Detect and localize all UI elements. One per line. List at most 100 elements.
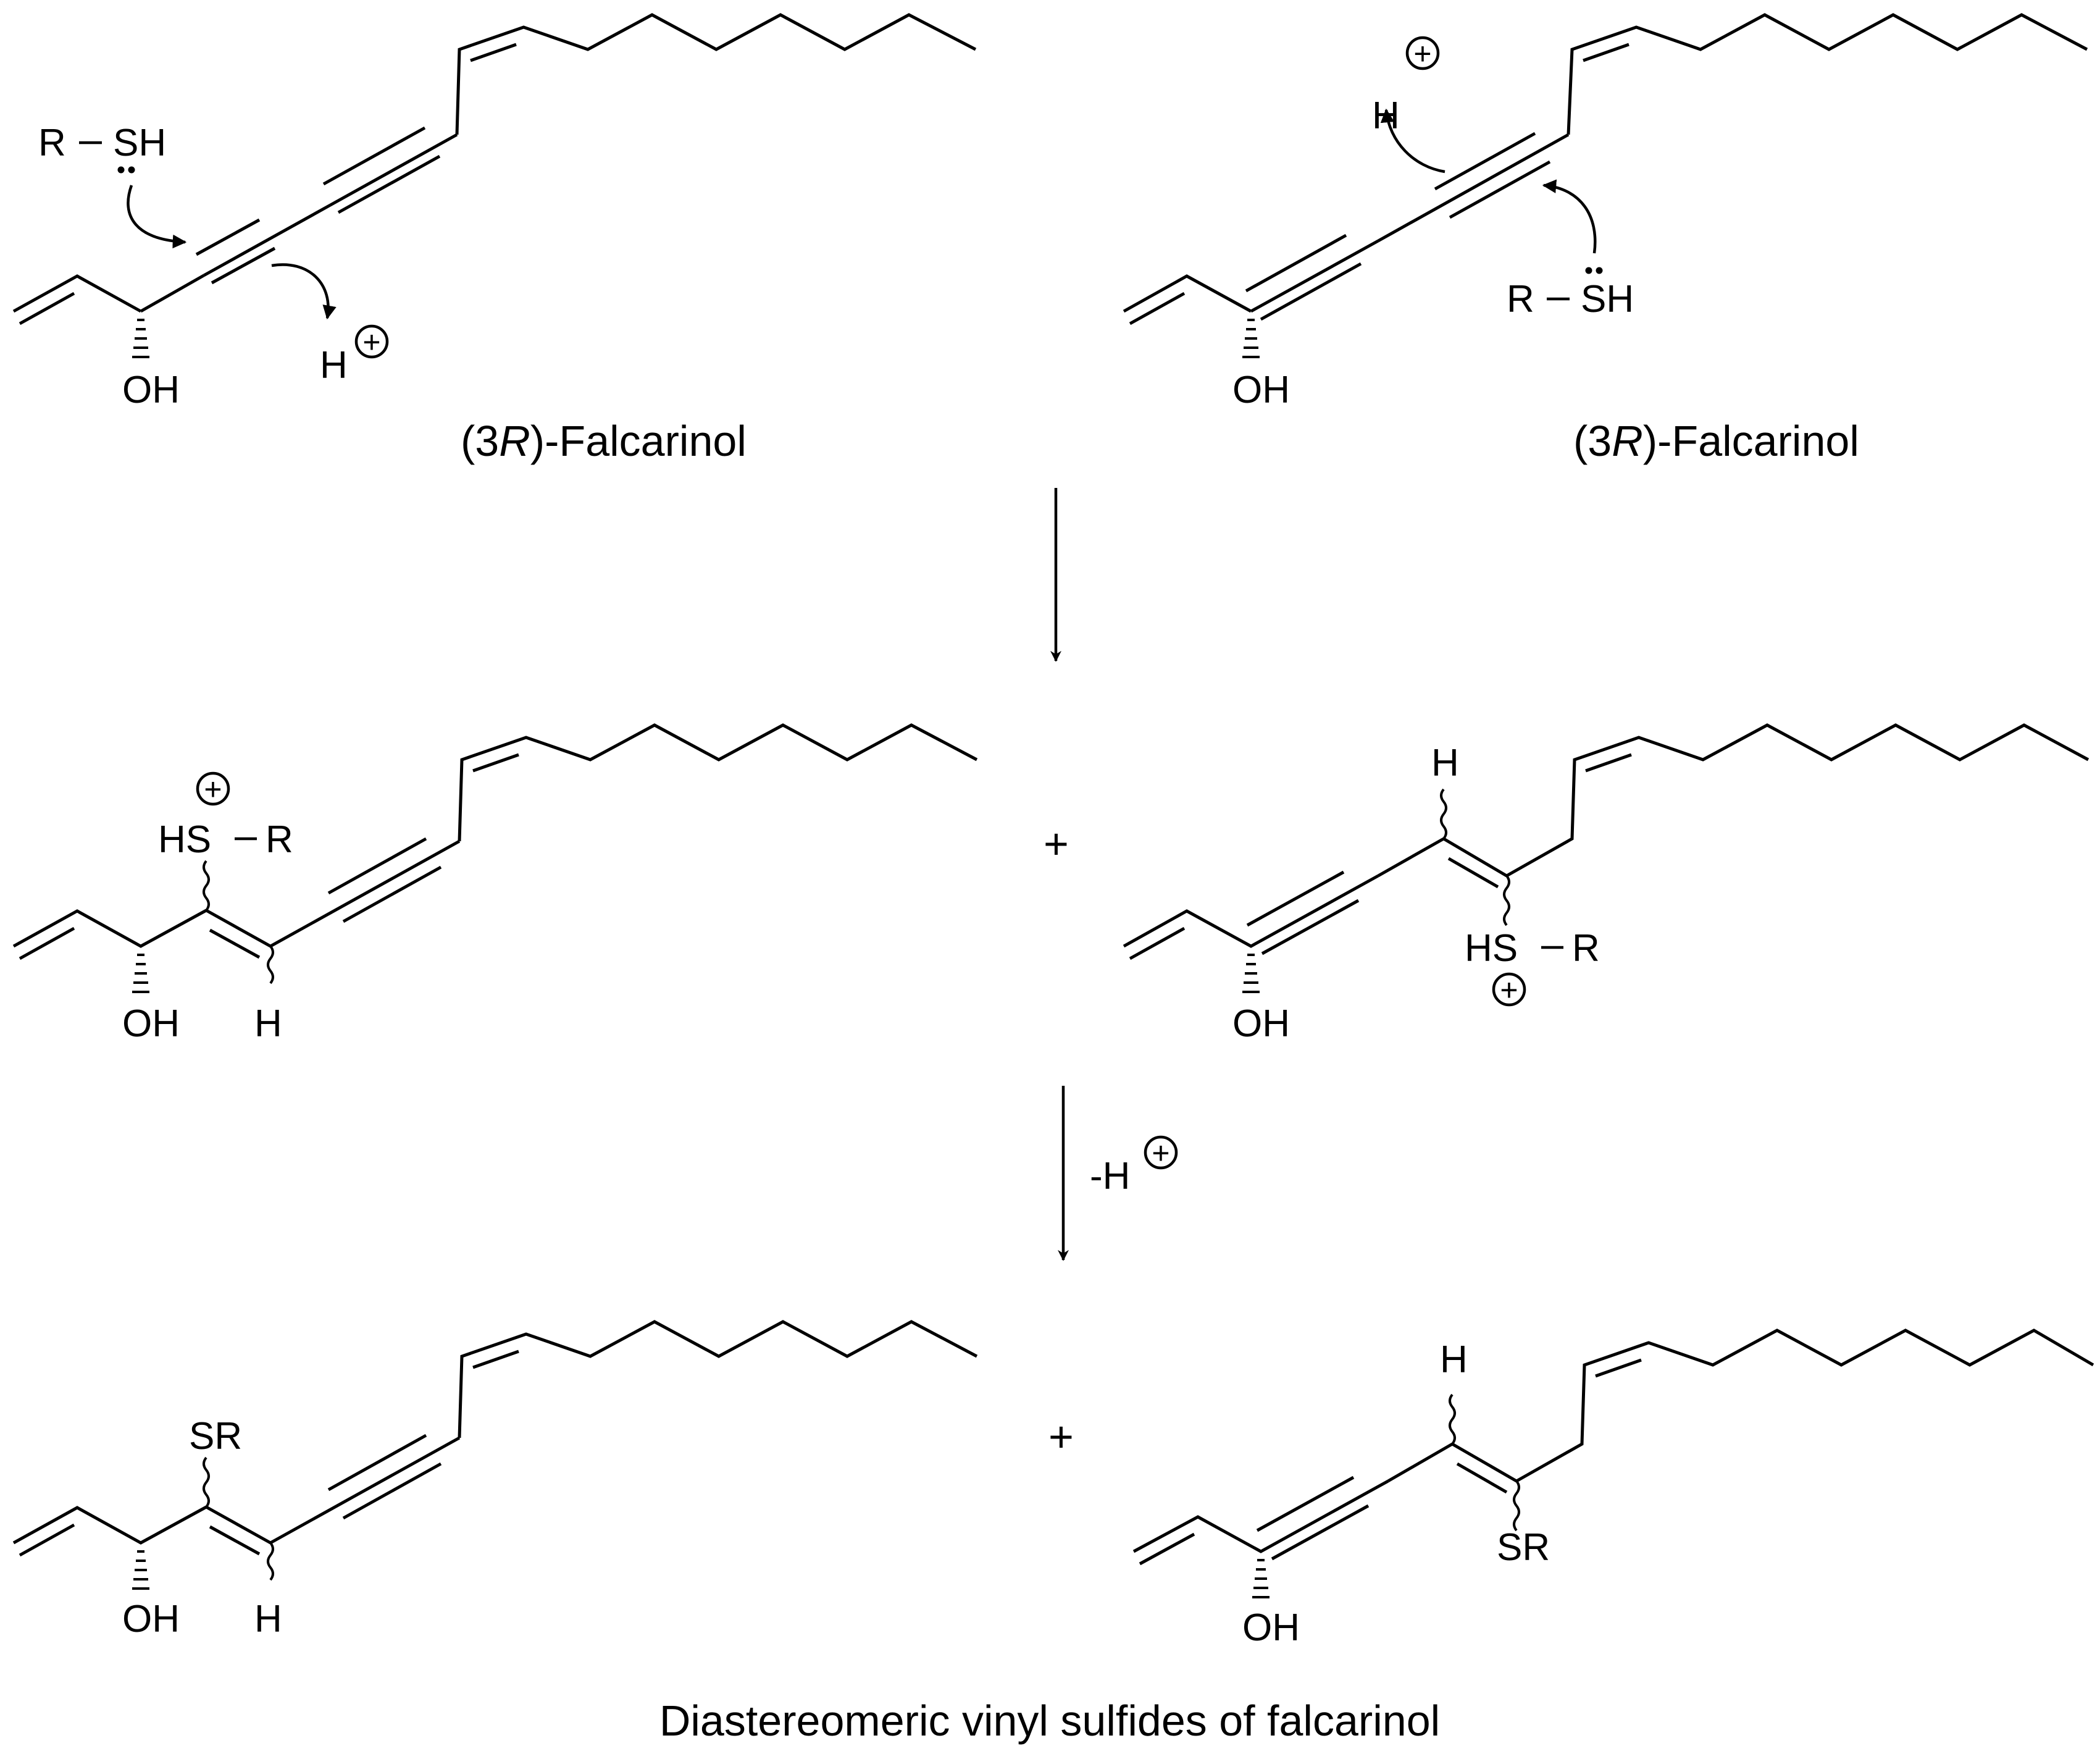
wavy-bond bbox=[1503, 875, 1510, 926]
vinyl-double-bond bbox=[19, 926, 75, 960]
alkyne-bond-1b bbox=[1245, 233, 1347, 293]
alkyne-bond-2a bbox=[329, 133, 458, 207]
alkyne-bond-b bbox=[1246, 870, 1345, 927]
alkyne-bond-b bbox=[1256, 1476, 1355, 1532]
alkyne-bond-1b bbox=[195, 218, 261, 256]
hashed-wedge bbox=[132, 954, 149, 993]
vinyl-double-bond bbox=[1129, 926, 1186, 960]
vinyl-bond bbox=[12, 909, 207, 948]
wavy-bond bbox=[203, 860, 210, 912]
alkyl-chain bbox=[1567, 13, 2088, 135]
scheme-caption: Diastereomeric vinyl sulfides of falcari… bbox=[659, 1697, 1440, 1745]
vinyl-h-label: H bbox=[1440, 1338, 1468, 1381]
vinyl-double-bond bbox=[1139, 1532, 1195, 1566]
alkyne-bond-1a bbox=[203, 203, 332, 277]
alkyl-chain bbox=[1505, 723, 2090, 878]
vinyl-double-bond bbox=[19, 1523, 75, 1557]
curly-arrow-proton bbox=[1380, 108, 1445, 174]
thiol-sh-label: SH bbox=[113, 122, 166, 164]
alkyne-bond-1 bbox=[140, 274, 205, 313]
deprotonation-label: -H bbox=[1090, 1155, 1130, 1198]
positive-charge-circle bbox=[196, 771, 230, 806]
thiol-sh-label: SH bbox=[1581, 278, 1634, 321]
sulfide-sr-label: SR bbox=[1497, 1526, 1550, 1569]
alkyne-bond-c bbox=[1271, 1504, 1370, 1561]
curly-arrow-nucleophile bbox=[1542, 179, 1597, 254]
vinyl-sulfide-double-bond-inner bbox=[1447, 857, 1499, 889]
plus-sign: + bbox=[1048, 1413, 1074, 1461]
sulfonium-hs-label: HS bbox=[158, 818, 211, 861]
vinyl-sulfide-double-bond bbox=[205, 1505, 272, 1545]
sulfonium-r-label: R bbox=[1572, 927, 1600, 970]
cis-double-bond bbox=[1595, 1358, 1642, 1378]
hydroxyl-label: OH bbox=[1232, 1002, 1290, 1045]
cis-double-bond bbox=[472, 1350, 519, 1369]
positive-charge-label: + bbox=[1152, 1136, 1169, 1170]
thiol-r-label: R bbox=[38, 122, 66, 164]
alkyl-chain bbox=[1515, 1329, 2094, 1483]
vinyl-sulfide-double-bond-inner bbox=[209, 928, 261, 959]
wavy-bond bbox=[267, 1542, 274, 1581]
curly-arrow-proton bbox=[271, 263, 337, 320]
alkyne-bond-b bbox=[327, 1434, 427, 1492]
vinyl-bond bbox=[1132, 1479, 1389, 1553]
lone-pair-dot bbox=[128, 166, 135, 174]
curly-arrow-nucleophile bbox=[127, 185, 187, 249]
positive-charge-circle bbox=[1405, 36, 1440, 70]
alkyne-bond-a bbox=[269, 1436, 461, 1545]
falcarinol-left: OH R SH H + (3R)-Falcarinol bbox=[12, 13, 977, 465]
lone-pair-dot bbox=[1585, 267, 1592, 274]
alkyne-bond-2c bbox=[1449, 160, 1551, 219]
wavy-bond bbox=[1440, 788, 1447, 840]
product-left: OH H SR bbox=[12, 1320, 978, 1640]
hydroxyl-label: OH bbox=[1242, 1606, 1300, 1649]
sulfonium-r-label: R bbox=[266, 818, 293, 861]
falcarinol-right: OH H + R SH (3R)-Falcarinol bbox=[1123, 13, 2088, 465]
alkyne-bond-2b bbox=[1434, 132, 1536, 191]
vinyl-double-bond bbox=[1129, 292, 1186, 325]
sulfonium-hs-label: HS bbox=[1465, 927, 1518, 970]
alkyne-bond-2a bbox=[1377, 133, 1570, 243]
alkyne-bond-c bbox=[342, 1462, 442, 1520]
positive-charge-circle bbox=[1492, 972, 1526, 1007]
vinyl-sulfide-double-bond bbox=[1451, 1442, 1518, 1483]
lone-pair-dot bbox=[117, 166, 125, 174]
positive-charge-circle bbox=[1144, 1135, 1178, 1170]
cis-double-bond bbox=[1585, 753, 1632, 773]
alkyne-bond-2b bbox=[322, 126, 426, 186]
vinyl-sulfide-double-bond bbox=[205, 909, 272, 948]
hydroxyl-label: OH bbox=[122, 369, 180, 411]
alkyl-chain bbox=[455, 13, 977, 135]
hashed-wedge bbox=[1252, 1559, 1270, 1598]
vinyl-h-label: H bbox=[254, 1002, 282, 1045]
lone-pair-dot bbox=[1596, 267, 1603, 274]
alkyne-bond-a bbox=[269, 839, 461, 948]
intermediate-left: OH H HS R + bbox=[12, 723, 978, 1045]
vinyl-h-label: H bbox=[1431, 742, 1459, 784]
alkyne-bond-b bbox=[327, 837, 427, 895]
alkyl-chain bbox=[458, 1320, 978, 1438]
positive-charge-label: + bbox=[362, 325, 380, 359]
positive-charge-label: + bbox=[1413, 36, 1431, 71]
sulfide-sr-label: SR bbox=[189, 1415, 242, 1458]
wavy-bond bbox=[1513, 1480, 1520, 1532]
vinyl-double-bond bbox=[19, 292, 75, 325]
vinyl-bond bbox=[1123, 274, 1252, 313]
hashed-wedge bbox=[132, 1550, 149, 1590]
proton-label: H bbox=[320, 344, 348, 387]
alkyne-bond-1c bbox=[1260, 262, 1362, 321]
hydroxyl-label: OH bbox=[122, 1002, 180, 1045]
wavy-bond bbox=[1449, 1393, 1456, 1445]
wavy-bond bbox=[267, 945, 274, 984]
cis-double-bond bbox=[470, 43, 517, 62]
thiol-r-label: R bbox=[1507, 278, 1534, 321]
alkyl-chain bbox=[458, 723, 978, 842]
bond bbox=[1387, 1442, 1454, 1483]
reactant-name-right: (3R)-Falcarinol bbox=[1573, 417, 1859, 465]
positive-charge-circle bbox=[354, 324, 389, 359]
hashed-wedge bbox=[132, 319, 149, 358]
positive-charge-label: + bbox=[1500, 973, 1518, 1007]
alkyne-bond-c bbox=[342, 865, 442, 923]
vinyl-bond bbox=[12, 1505, 207, 1545]
